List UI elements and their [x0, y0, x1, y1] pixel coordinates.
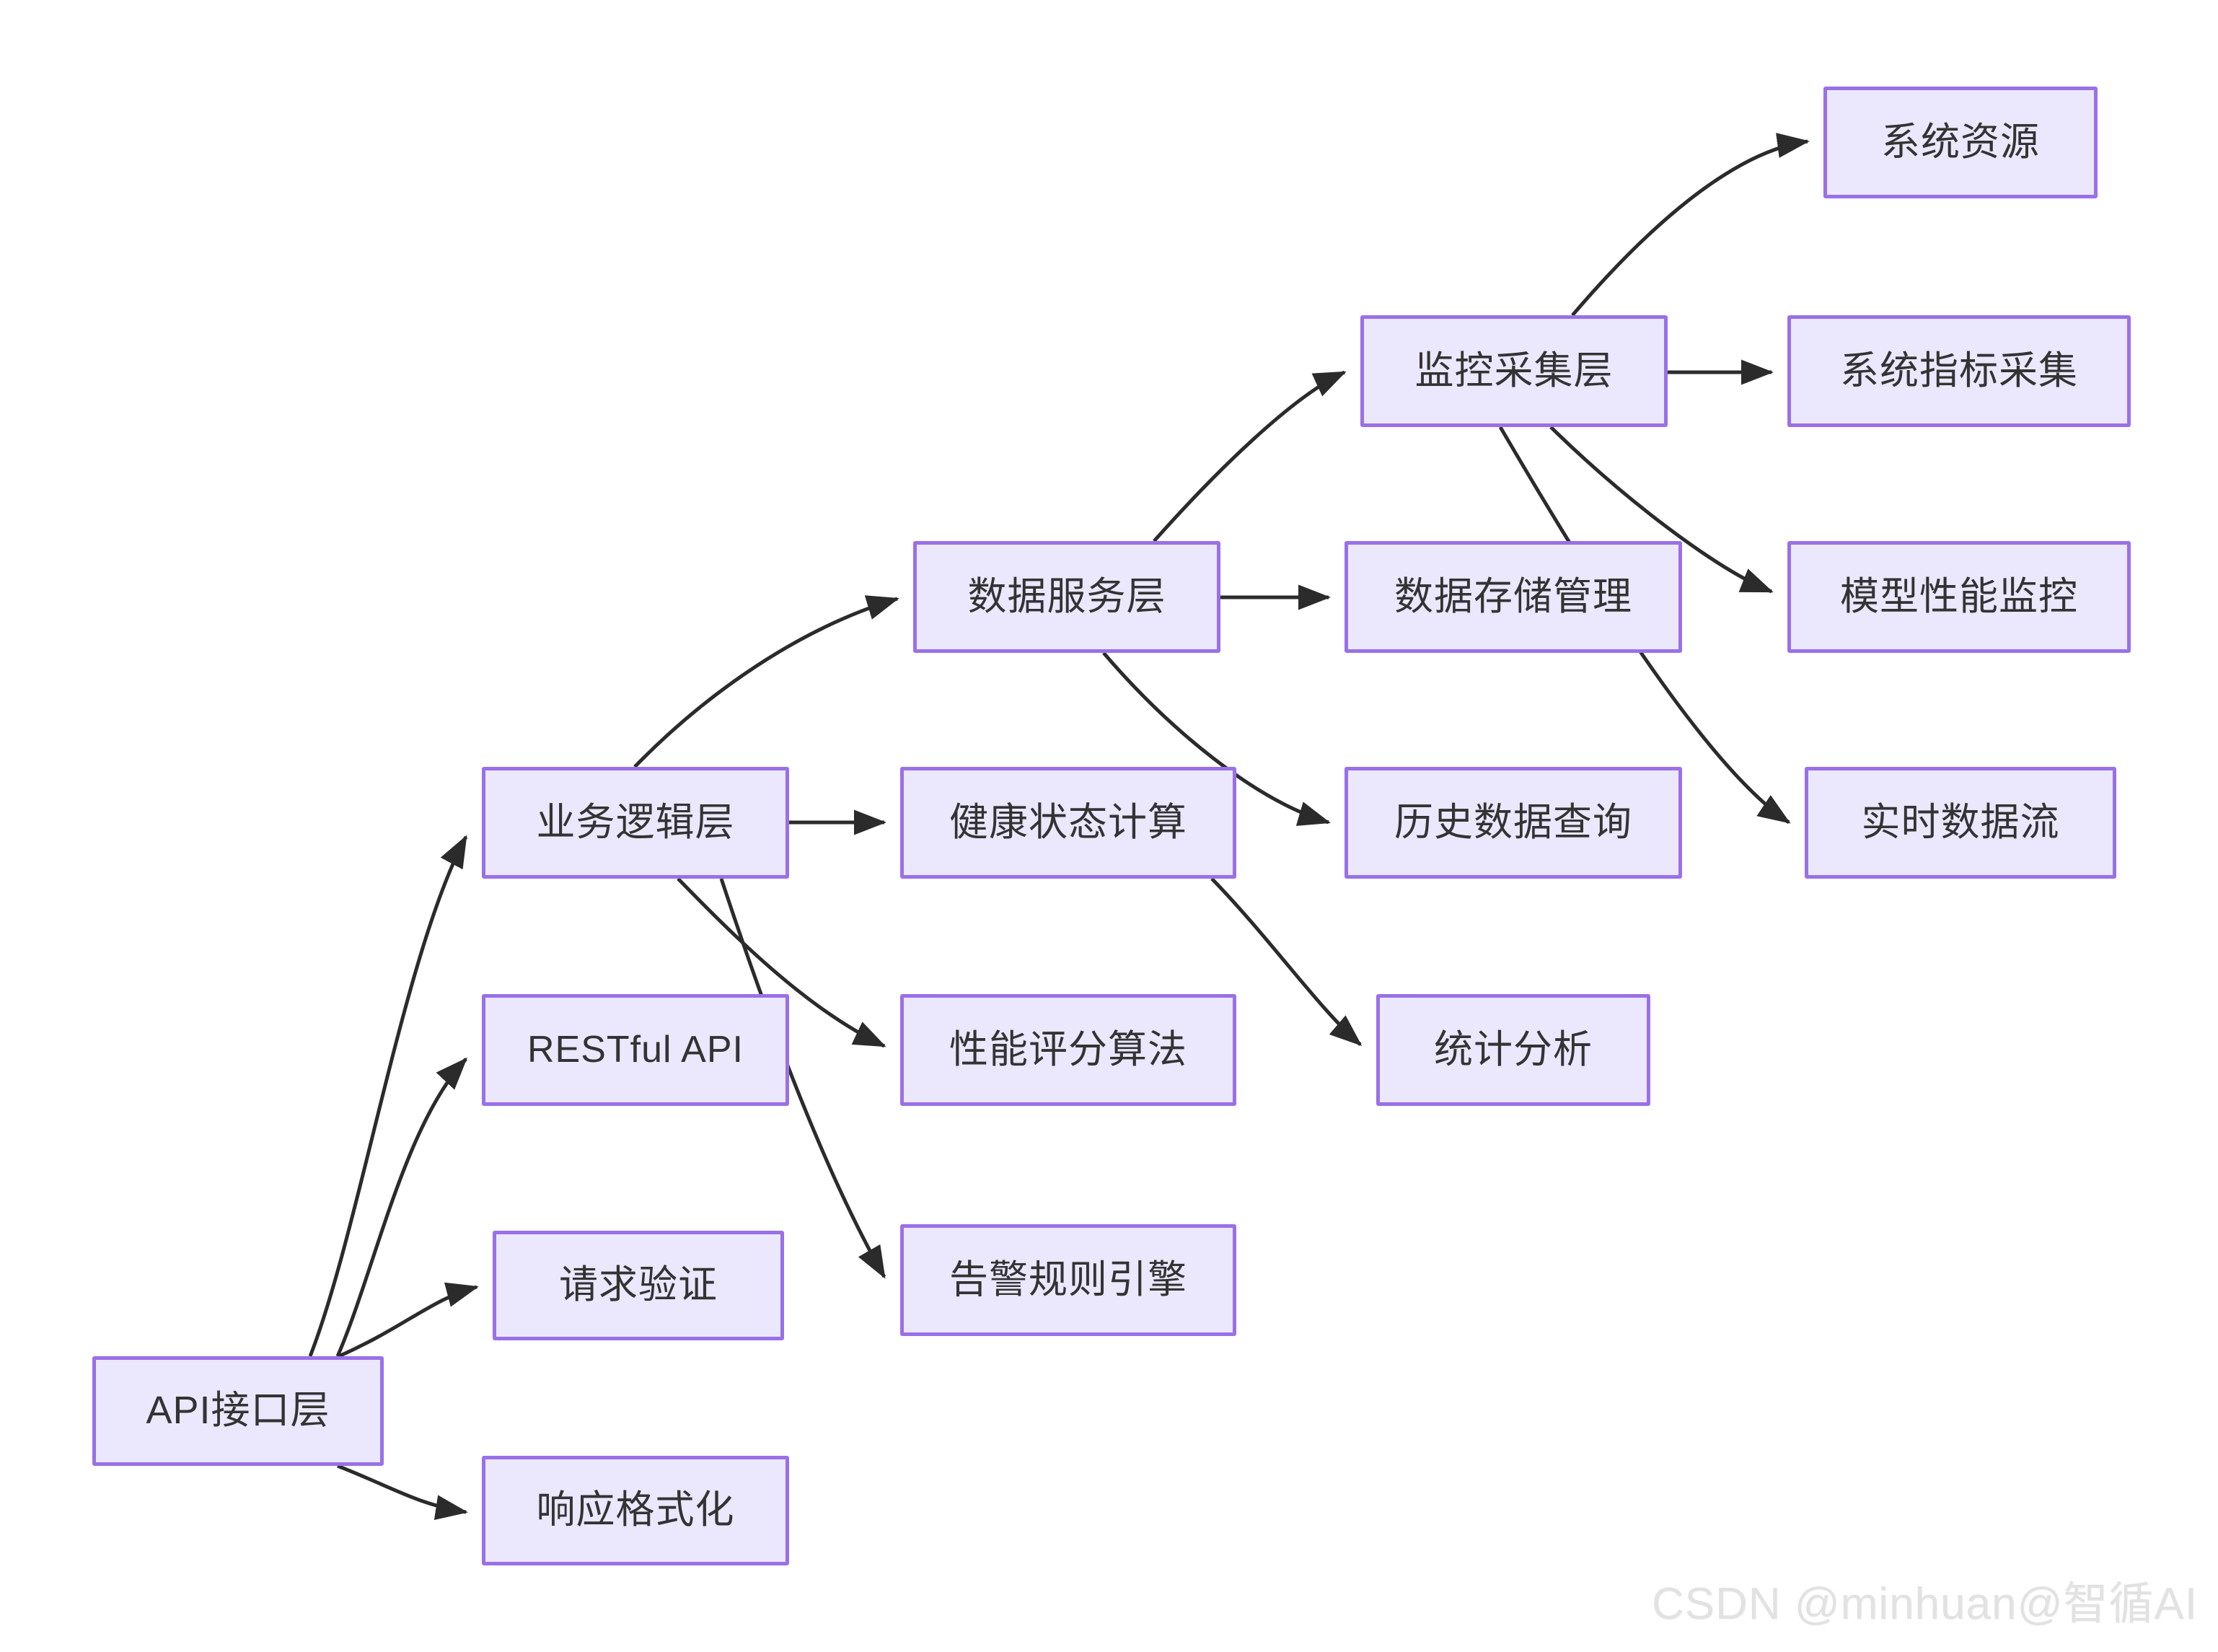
node-sysres[interactable]: 系统资源	[1823, 87, 2098, 198]
node-label-dataservice: 数据服务层	[967, 574, 1166, 618]
edge-biz-to-dataservice	[633, 595, 899, 768]
node-label-history: 历史数据查询	[1394, 800, 1632, 844]
node-api[interactable]: API接口层	[92, 1356, 384, 1466]
edge-api-to-biz	[308, 835, 468, 1357]
node-realtime[interactable]: 实时数据流	[1805, 767, 2116, 879]
node-label-score: 性能评分算法	[949, 1027, 1187, 1071]
node-label-biz: 业务逻辑层	[536, 800, 735, 844]
node-history[interactable]: 历史数据查询	[1345, 767, 1682, 879]
node-label-storage: 数据存储管理	[1394, 574, 1632, 618]
node-label-realtime: 实时数据流	[1861, 800, 2060, 844]
node-score[interactable]: 性能评分算法	[900, 994, 1236, 1106]
node-restful[interactable]: RESTful API	[482, 994, 789, 1106]
edge-api-to-format	[337, 1464, 468, 1520]
edge-api-to-restful	[335, 1057, 468, 1357]
node-validate[interactable]: 请求验证	[493, 1231, 784, 1340]
node-storage[interactable]: 数据存储管理	[1345, 541, 1682, 653]
node-monitor[interactable]: 监控采集层	[1360, 315, 1668, 427]
node-label-restful: RESTful API	[527, 1028, 744, 1071]
node-label-stats: 统计分析	[1434, 1027, 1593, 1071]
edge-api-to-validate	[338, 1282, 479, 1358]
node-format[interactable]: 响应格式化	[482, 1456, 789, 1565]
edge-dataservice-to-monitor	[1153, 370, 1347, 542]
node-label-alert: 告警规则引擎	[949, 1257, 1187, 1301]
node-stats[interactable]: 统计分析	[1376, 994, 1650, 1106]
edge-monitor-to-sysres	[1571, 133, 1810, 317]
node-health[interactable]: 健康状态计算	[900, 767, 1236, 879]
node-label-modelperf: 模型性能监控	[1840, 574, 2078, 618]
watermark: CSDN @minhuan@智循AI	[1651, 1579, 2198, 1629]
node-label-sysres: 系统资源	[1881, 120, 2040, 164]
node-alert[interactable]: 告警规则引擎	[900, 1224, 1236, 1336]
node-label-health: 健康状态计算	[949, 800, 1187, 844]
node-sysmetric[interactable]: 系统指标采集	[1787, 315, 2131, 427]
node-label-sysmetric: 系统指标采集	[1840, 348, 2078, 392]
node-dataservice[interactable]: 数据服务层	[913, 541, 1220, 653]
node-label-api: API接口层	[146, 1389, 330, 1433]
node-label-format: 响应格式化	[536, 1488, 735, 1532]
node-biz[interactable]: 业务逻辑层	[482, 767, 789, 879]
node-modelperf[interactable]: 模型性能监控	[1787, 541, 2131, 653]
node-label-validate: 请求验证	[559, 1263, 718, 1307]
node-label-monitor: 监控采集层	[1414, 348, 1614, 392]
